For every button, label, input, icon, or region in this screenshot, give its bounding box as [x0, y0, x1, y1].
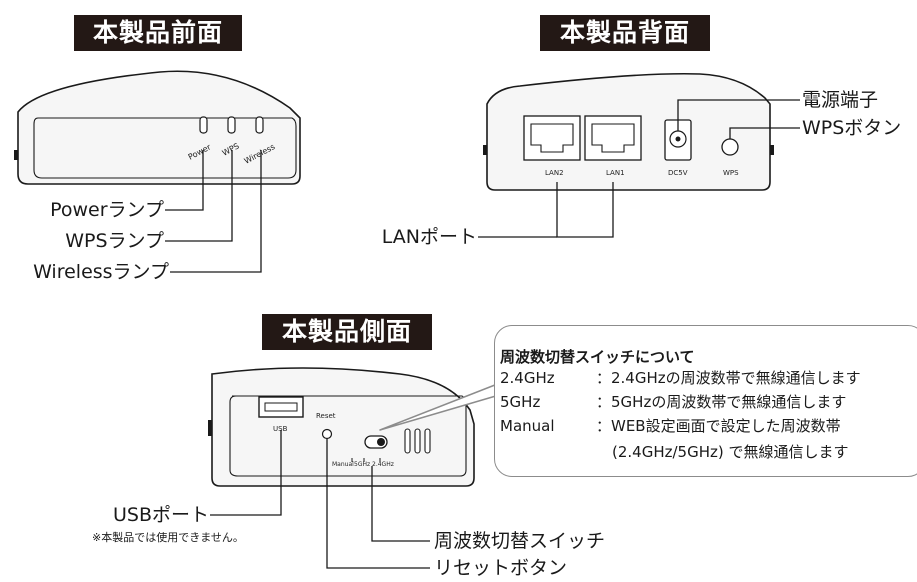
info-continuation: (2.4GHz/5GHz) で無線通信します: [612, 443, 849, 461]
front-device: Power WPS Wireless: [14, 70, 301, 273]
side-label-usb: USB: [273, 425, 288, 433]
info-value: ：2.4GHzの周波数帯で無線通信します: [596, 369, 861, 387]
side-label-24ghz: 2.4GHz: [372, 461, 394, 468]
info-value: ：WEB設定画面で設定した周波数帯: [596, 417, 841, 435]
wps-led-icon: [227, 116, 236, 134]
info-title: 周波数切替スイッチについて: [500, 348, 695, 366]
lan-port-label: LANポート: [381, 226, 477, 248]
side-title: 本製品側面: [262, 314, 432, 350]
back-port-label-lan1: LAN1: [606, 169, 625, 177]
back-callout-line-power: [677, 99, 800, 131]
side-label-5ghz: 5GHz: [354, 461, 370, 468]
wireless-lamp-label: Wirelessランプ: [33, 261, 169, 283]
front-callout-line-power: [165, 150, 204, 211]
reset-button-label: リセットボタン: [434, 557, 568, 579]
wps-button-icon: [721, 138, 739, 156]
back-port-label-lan2: LAN2: [545, 169, 564, 177]
vent-icon: [424, 428, 431, 454]
back-title: 本製品背面: [540, 15, 710, 51]
wps-button-label: WPSボタン: [802, 117, 902, 139]
wps-lamp-label: WPSランプ: [65, 230, 164, 252]
side-device: USB Reset Manual 5GHz 2.4GHz: [208, 367, 475, 569]
front-title: 本製品前面: [74, 15, 242, 51]
usb-port-label: USBポート: [112, 504, 209, 526]
back-device: LAN2 LAN1 DC5V WPS: [478, 72, 800, 238]
side-callout-line-switch: [371, 466, 430, 542]
side-callout-line-reset: [326, 439, 430, 569]
info-row: 2.4GHz ：2.4GHzの周波数帯で無線通信します: [500, 369, 861, 388]
lan2-port-icon: [523, 115, 581, 161]
info-value: ：5GHzの周波数帯で無線通信します: [596, 393, 847, 411]
back-callout-line-lan: [556, 182, 614, 238]
back-port-label-dc5v: DC5V: [668, 169, 688, 177]
info-key: 2.4GHz: [500, 369, 555, 387]
info-key: Manual: [500, 417, 555, 435]
power-jack-label: 電源端子: [802, 89, 879, 111]
usb-port-icon: [258, 396, 304, 418]
vent-icon: [404, 428, 411, 454]
freq-switch-label: 周波数切替スイッチ: [434, 530, 606, 552]
back-callout-line-wps: [729, 127, 800, 139]
info-row: Manual ：WEB設定画面で設定した周波数帯: [500, 417, 841, 436]
side-callout-line-usb: [210, 430, 282, 516]
vent-icon: [414, 428, 421, 454]
power-lamp-label: Powerランプ: [50, 199, 164, 221]
usb-note: ※本製品では使用できません。: [92, 531, 244, 544]
info-row: 5GHz ：5GHzの周波数帯で無線通信します: [500, 393, 846, 412]
info-key: 5GHz: [500, 393, 541, 411]
front-callout-line-wireless: [170, 150, 262, 273]
power-led-icon: [199, 116, 208, 134]
reset-button-icon: [321, 428, 333, 440]
lan1-port-icon: [584, 115, 642, 161]
front-callout-line-wps: [165, 150, 233, 242]
side-label-reset: Reset: [316, 412, 336, 420]
side-label-manual: Manual: [332, 461, 354, 468]
freq-info-box: [494, 325, 917, 477]
back-port-label-wps: WPS: [723, 169, 739, 177]
wireless-led-icon: [255, 116, 264, 134]
